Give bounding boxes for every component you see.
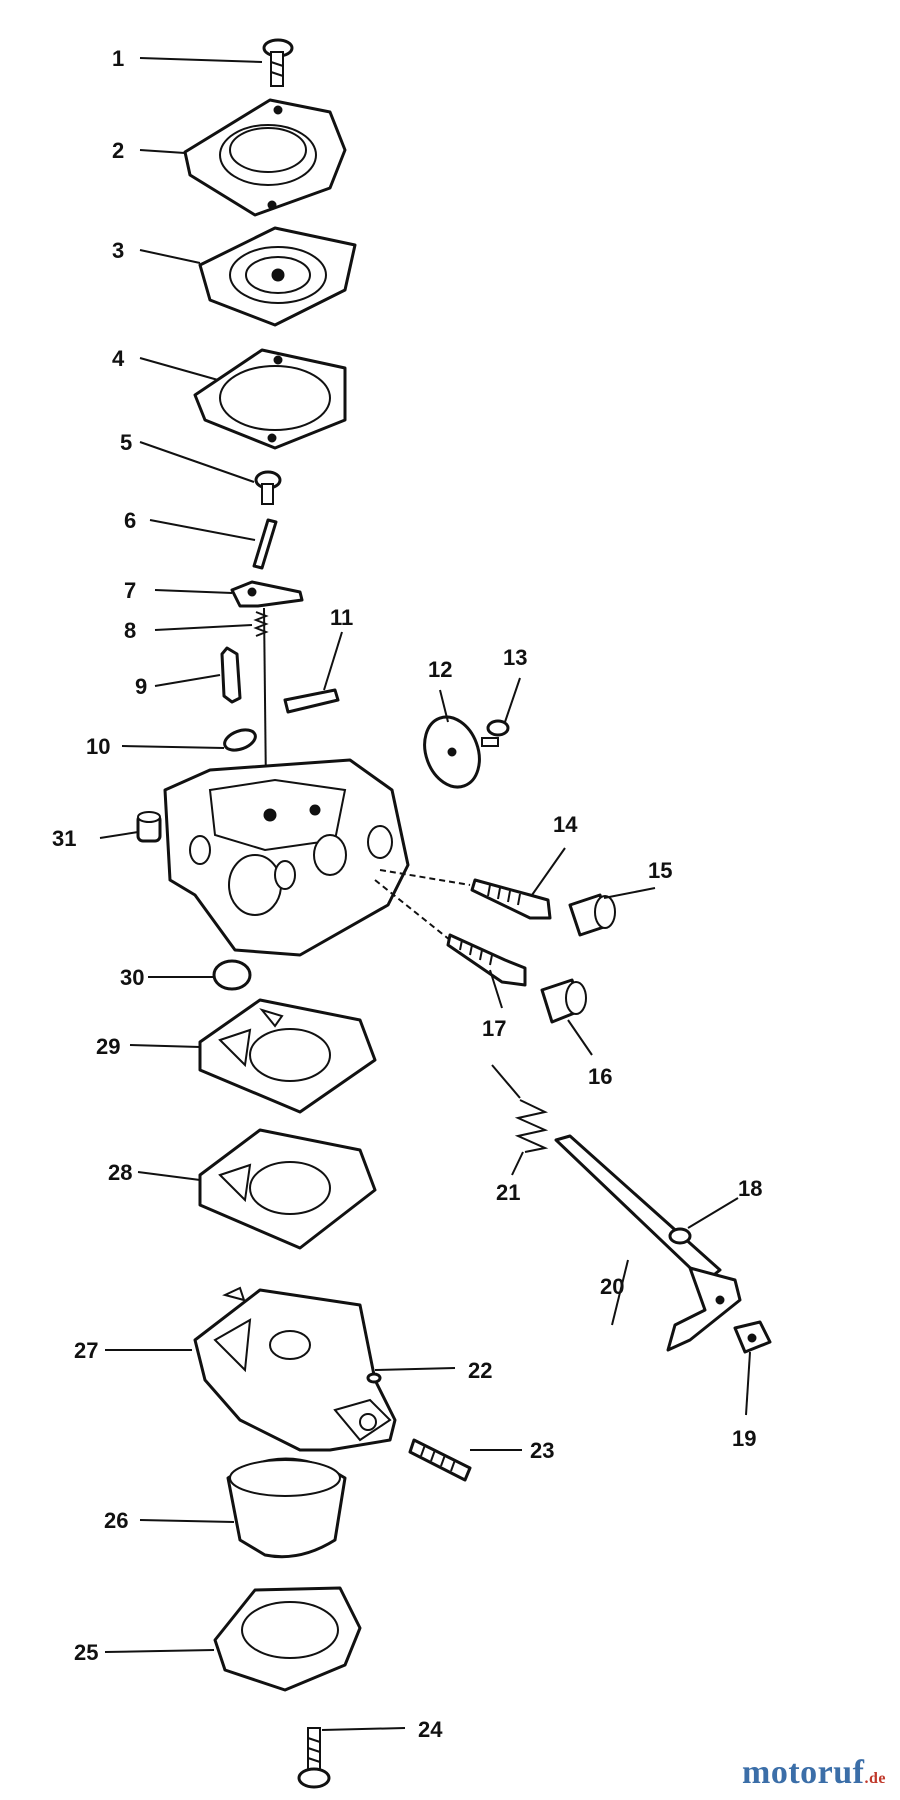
leader-lines — [99, 57, 751, 1731]
part-2-pump-cover — [183, 98, 347, 217]
part-30-cap — [212, 959, 252, 991]
part-18-clip — [668, 1227, 692, 1245]
callout-30: 30 — [120, 965, 144, 990]
callout-5: 5 — [120, 430, 132, 455]
part-23-screw — [408, 1438, 472, 1482]
callout-4: 4 — [112, 346, 125, 371]
callout-12: 12 — [428, 657, 452, 682]
part-5-screw — [254, 470, 282, 505]
part-19-nut — [733, 1320, 772, 1354]
part-12-disc — [423, 715, 481, 789]
callout-31: 31 — [52, 826, 76, 851]
part-25-gasket — [213, 1586, 362, 1692]
part-17-needle — [446, 933, 527, 987]
part-20-shaft — [554, 1134, 742, 1352]
part-11-filter-screen — [283, 688, 340, 714]
part-14-needle — [470, 878, 552, 920]
part-8-spring — [253, 611, 269, 637]
watermark-main: motoruf — [742, 1754, 865, 1791]
part-27-lower-housing — [193, 1286, 397, 1452]
callout-13: 13 — [503, 645, 527, 670]
callout-11: 11 — [330, 605, 353, 630]
callout-26: 26 — [104, 1508, 128, 1533]
callout-20: 20 — [600, 1274, 624, 1299]
callout-labels: 1 2 3 4 5 6 7 8 9 10 11 12 13 14 15 16 1… — [52, 46, 762, 1742]
part-10-clip — [223, 728, 257, 752]
callout-28: 28 — [108, 1160, 132, 1185]
part-13-screw — [481, 719, 510, 747]
part-29-gasket — [198, 998, 377, 1114]
callout-22: 22 — [468, 1358, 492, 1383]
callout-23: 23 — [530, 1438, 554, 1463]
callout-29: 29 — [96, 1034, 120, 1059]
part-28-gasket — [198, 1128, 377, 1250]
part-4-gasket — [193, 348, 347, 450]
callout-7: 7 — [124, 578, 136, 603]
callout-21: 21 — [496, 1180, 520, 1205]
part-22-screw — [366, 1372, 382, 1384]
callout-27: 27 — [74, 1338, 98, 1363]
part-21-spring — [491, 1064, 549, 1153]
part-7-lever — [230, 580, 304, 608]
callout-2: 2 — [112, 138, 124, 163]
callout-18: 18 — [738, 1176, 762, 1201]
callout-16: 16 — [588, 1064, 612, 1089]
callout-24: 24 — [418, 1717, 443, 1742]
callout-8: 8 — [124, 618, 136, 643]
part-31-plug — [136, 811, 162, 843]
part-6-pin — [252, 518, 278, 570]
callout-14: 14 — [553, 812, 578, 837]
callout-25: 25 — [74, 1640, 98, 1665]
part-24-screw — [297, 1727, 331, 1789]
watermark-suffix: .de — [864, 1770, 886, 1787]
part-15-cap — [568, 893, 616, 937]
callout-17: 17 — [482, 1016, 506, 1041]
part-carburetor-body — [163, 758, 410, 957]
site-watermark-logo: motoruf.de — [742, 1754, 886, 1792]
callout-3: 3 — [112, 238, 124, 263]
callout-9: 9 — [135, 674, 147, 699]
part-16-cap — [540, 978, 587, 1024]
part-3-diaphragm — [198, 226, 357, 327]
callout-6: 6 — [124, 508, 136, 533]
callout-1: 1 — [112, 46, 124, 71]
callout-10: 10 — [86, 734, 110, 759]
part-26-cup — [226, 1457, 347, 1559]
part-1-screw — [262, 38, 294, 87]
part-9-needle — [220, 646, 242, 704]
callout-19: 19 — [732, 1426, 756, 1451]
callout-15: 15 — [648, 858, 672, 883]
